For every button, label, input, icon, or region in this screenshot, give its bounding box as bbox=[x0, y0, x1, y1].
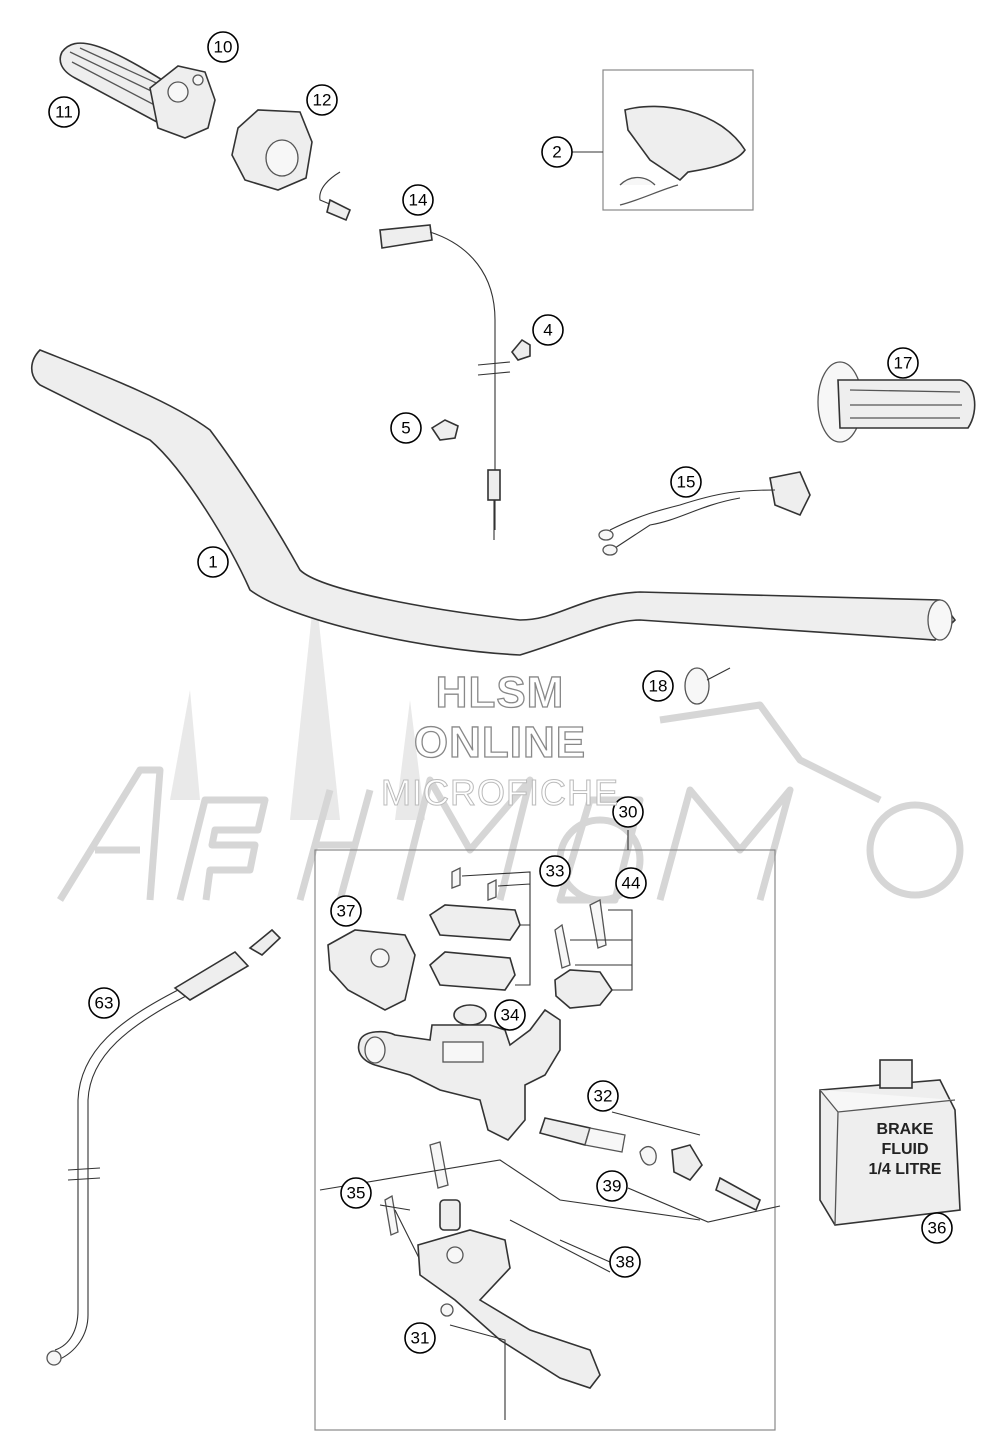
watermark-hlsm: HLSM bbox=[435, 667, 565, 717]
callout-36: 36 bbox=[921, 1212, 953, 1244]
callout-35-label: 35 bbox=[347, 1184, 366, 1203]
right-grip-part bbox=[817, 361, 976, 443]
callout-14: 14 bbox=[402, 184, 434, 216]
callout-12-label: 12 bbox=[313, 91, 332, 110]
brake-hose-part bbox=[46, 928, 282, 1366]
callout-5: 5 bbox=[390, 412, 422, 444]
callout-30-label: 30 bbox=[619, 803, 638, 822]
watermark-online: ONLINE bbox=[413, 717, 587, 767]
callout-10: 10 bbox=[207, 31, 239, 63]
master-cylinder-part bbox=[357, 1008, 561, 1141]
piston-part bbox=[538, 1111, 701, 1153]
callout-2: 2 bbox=[541, 136, 573, 168]
brake-fluid-label-1: BRAKE bbox=[877, 1121, 934, 1138]
seal-part bbox=[627, 1144, 781, 1223]
callout-17-label: 17 bbox=[894, 354, 913, 373]
callout-39-label: 39 bbox=[603, 1177, 622, 1196]
cable-tie-part bbox=[684, 667, 731, 705]
brake-fluid-can-part: BRAKE FLUID 1/4 LITRE bbox=[819, 1059, 961, 1226]
kill-switch-part bbox=[598, 471, 811, 556]
throttle-grip-part bbox=[59, 42, 216, 139]
callout-4: 4 bbox=[532, 314, 564, 346]
callout-5-label: 5 bbox=[401, 419, 410, 438]
throttle-cover-part bbox=[231, 109, 313, 191]
handlebar-part bbox=[30, 349, 957, 656]
throttle-cable-part bbox=[319, 171, 511, 540]
brake-fluid-label-3: 1/4 LITRE bbox=[869, 1161, 942, 1178]
callout-31: 31 bbox=[404, 1322, 436, 1354]
reservoir-cap-part bbox=[453, 1004, 487, 1026]
callout-1: 1 bbox=[197, 546, 229, 578]
callout-38-label: 38 bbox=[616, 1253, 635, 1272]
clamp-part bbox=[554, 899, 633, 1009]
callout-17: 17 bbox=[887, 347, 919, 379]
callout-38: 38 bbox=[609, 1246, 641, 1278]
callouts: 1 2 4 5 10 11 12 14 15 17 18 30 31 32 33… bbox=[48, 31, 953, 1354]
callout-30: 30 bbox=[612, 796, 644, 828]
callout-18: 18 bbox=[642, 670, 674, 702]
callout-33-label: 33 bbox=[546, 862, 565, 881]
callout-36-label: 36 bbox=[928, 1219, 947, 1238]
reservoir-cover-part bbox=[428, 866, 531, 991]
fittings-part bbox=[430, 338, 531, 441]
callout-34: 34 bbox=[494, 999, 526, 1031]
callout-44-label: 44 bbox=[622, 874, 641, 893]
callout-11-label: 11 bbox=[55, 103, 73, 122]
callout-15-label: 15 bbox=[677, 473, 696, 492]
callout-39: 39 bbox=[596, 1170, 628, 1202]
callout-14-label: 14 bbox=[409, 191, 428, 210]
callout-1-label: 1 bbox=[208, 553, 217, 572]
callout-34-label: 34 bbox=[501, 1006, 520, 1025]
handlebar-pad-box bbox=[572, 69, 754, 211]
callout-33: 33 bbox=[539, 855, 571, 887]
master-cylinder-box bbox=[314, 830, 776, 1431]
callout-31-label: 31 bbox=[411, 1329, 430, 1348]
watermark-microfiche: MICROFICHE bbox=[381, 772, 619, 814]
callout-35: 35 bbox=[340, 1177, 372, 1209]
callout-18-label: 18 bbox=[649, 677, 668, 696]
brake-fluid-label-2: FLUID bbox=[881, 1141, 928, 1158]
callout-2-label: 2 bbox=[552, 143, 561, 162]
callout-11: 11 bbox=[48, 96, 80, 128]
callout-4-label: 4 bbox=[543, 321, 552, 340]
callout-37-label: 37 bbox=[337, 902, 356, 921]
lever-cover-part bbox=[327, 929, 416, 1011]
callout-63-label: 63 bbox=[95, 994, 114, 1013]
callout-32: 32 bbox=[587, 1080, 619, 1112]
callout-15: 15 bbox=[670, 466, 702, 498]
callout-44: 44 bbox=[615, 867, 647, 899]
callout-32-label: 32 bbox=[594, 1087, 613, 1106]
callout-37: 37 bbox=[330, 895, 362, 927]
callout-10-label: 10 bbox=[214, 38, 233, 57]
callout-12: 12 bbox=[306, 84, 338, 116]
brake-lever-part bbox=[319, 1141, 701, 1420]
callout-63: 63 bbox=[88, 987, 120, 1019]
